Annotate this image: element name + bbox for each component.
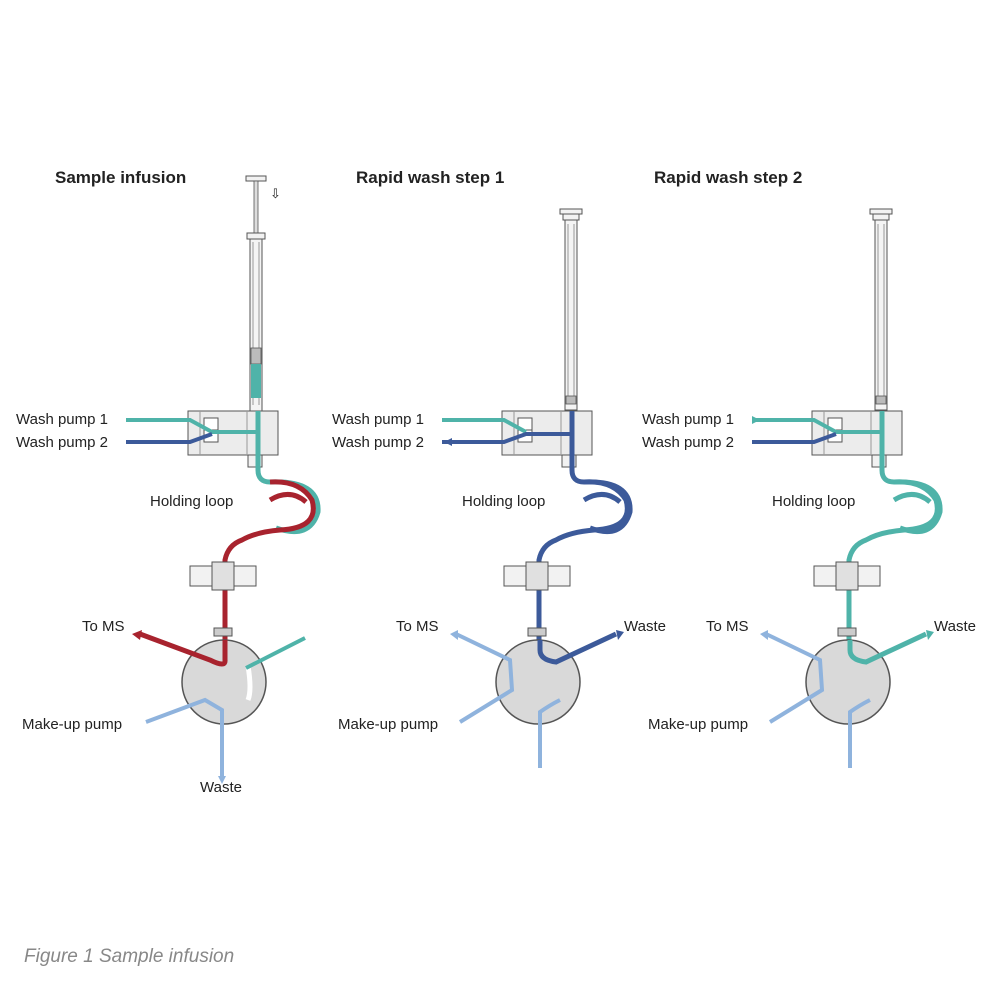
panel-sample-infusion: ⇩ Wash pump 1 Wash pump 2 Holding loop T… [16,175,321,796]
syringe-1: ⇩ [245,175,281,412]
label-holding-loop: Holding loop [462,493,545,510]
label-wash-pump-2: Wash pump 2 [332,434,424,451]
label-make-up-pump: Make-up pump [648,716,748,733]
label-wash-pump-1: Wash pump 1 [642,411,734,428]
panel-rapid-wash-step-2: Wash pump 1 Wash pump 2 Holding loop To … [642,208,976,768]
label-make-up-pump: Make-up pump [22,716,122,733]
label-holding-loop: Holding loop [150,493,233,510]
syringe-3 [869,208,893,411]
label-make-up-pump: Make-up pump [338,716,438,733]
label-holding-loop: Holding loop [772,493,855,510]
label-waste: Waste [934,618,976,635]
label-wash-pump-1: Wash pump 1 [332,411,424,428]
panel-title-sample-infusion: Sample infusion [55,168,187,187]
label-wash-pump-1: Wash pump 1 [16,411,108,428]
panel-rapid-wash-step-1: Wash pump 1 Wash pump 2 Holding loop To … [332,208,666,768]
panel-title-rapid-wash-1: Rapid wash step 1 [356,168,505,187]
label-to-ms: To MS [82,618,125,635]
panel-title-rapid-wash-2: Rapid wash step 2 [654,168,803,187]
label-waste: Waste [624,618,666,635]
figure-caption: Figure 1 Sample infusion [24,946,235,967]
label-waste: Waste [200,779,242,796]
label-to-ms: To MS [396,618,439,635]
label-to-ms: To MS [706,618,749,635]
syringe-2 [559,208,583,411]
plunger-arrow-icon: ⇩ [270,186,281,201]
label-wash-pump-2: Wash pump 2 [16,434,108,451]
label-wash-pump-2: Wash pump 2 [642,434,734,451]
